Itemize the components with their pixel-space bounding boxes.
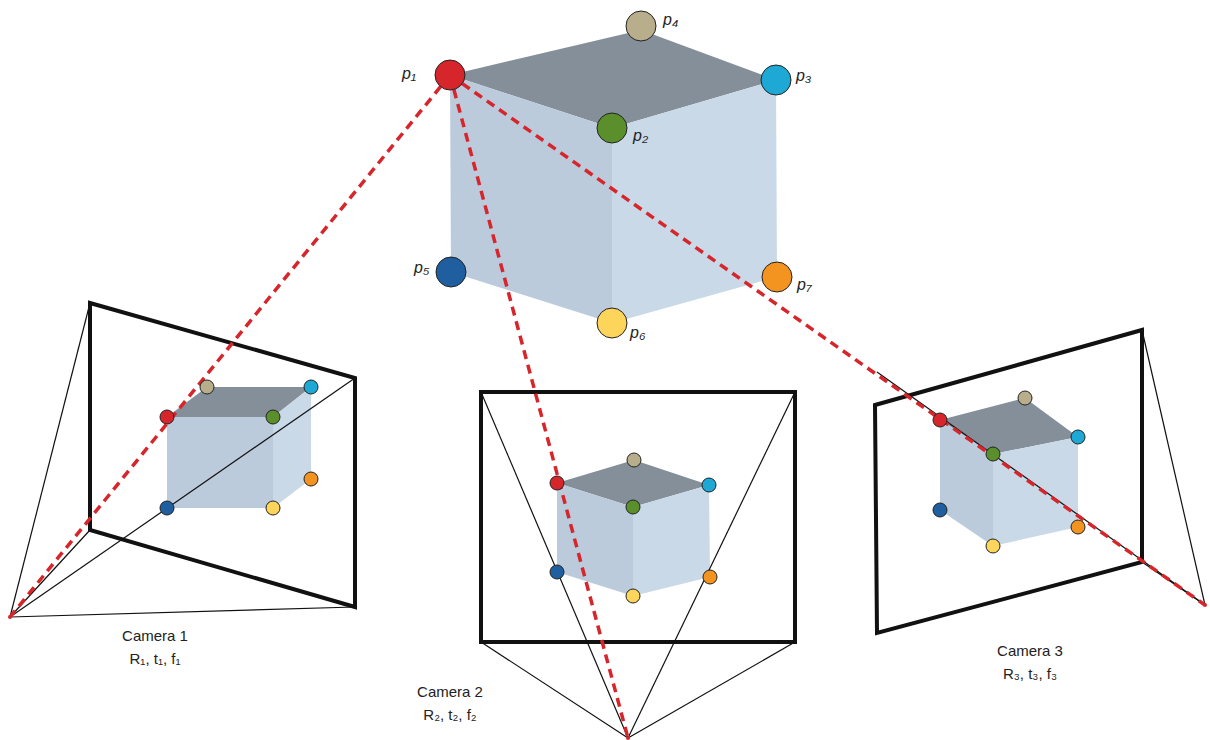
point-marker — [266, 501, 280, 515]
point-marker — [986, 447, 1000, 461]
point-marker — [626, 500, 640, 514]
point-marker — [1018, 391, 1032, 405]
point-marker — [761, 65, 791, 95]
point-marker — [597, 308, 627, 338]
point-label: p₃ — [796, 66, 811, 85]
point-marker — [160, 410, 174, 424]
point-label: p₅ — [414, 258, 429, 277]
point-marker — [933, 413, 947, 427]
point-marker — [1071, 520, 1085, 534]
point-label: p₇ — [797, 275, 812, 294]
point-marker — [933, 503, 947, 517]
camera-name: Camera 2 — [417, 683, 483, 701]
point-marker — [626, 11, 656, 41]
point-marker — [266, 410, 280, 424]
point-marker — [702, 478, 716, 492]
camera-name: Camera 3 — [997, 642, 1063, 660]
point-marker — [627, 453, 641, 467]
point-markers — [160, 11, 1085, 603]
point-marker — [762, 262, 792, 292]
camera-2 — [481, 392, 795, 738]
point-marker — [550, 476, 564, 490]
point-marker — [597, 113, 627, 143]
point-marker — [160, 501, 174, 515]
camera-parameters: R₂, t₂, f₂ — [423, 706, 476, 724]
projection-rays — [10, 75, 1205, 738]
point-marker — [435, 60, 465, 90]
point-marker — [1071, 430, 1085, 444]
point-marker — [986, 539, 1000, 553]
cube — [450, 30, 777, 323]
point-label: p₂ — [633, 126, 648, 145]
camera-3 — [875, 330, 1205, 633]
point-marker — [436, 257, 466, 287]
camera-parameters: R₃, t₃, f₃ — [1003, 665, 1057, 683]
camera-1 — [10, 303, 355, 617]
point-label: p₁ — [402, 64, 416, 83]
camera-name: Camera 1 — [122, 627, 188, 645]
point-marker — [304, 380, 318, 394]
point-marker — [200, 380, 214, 394]
camera-parameters: R₁, t₁, f₁ — [129, 650, 180, 668]
point-marker — [550, 565, 564, 579]
point-label: p₆ — [630, 323, 645, 342]
point-marker — [626, 589, 640, 603]
point-marker — [304, 472, 318, 486]
point-marker — [703, 570, 717, 584]
point-label: p₄ — [663, 10, 678, 29]
